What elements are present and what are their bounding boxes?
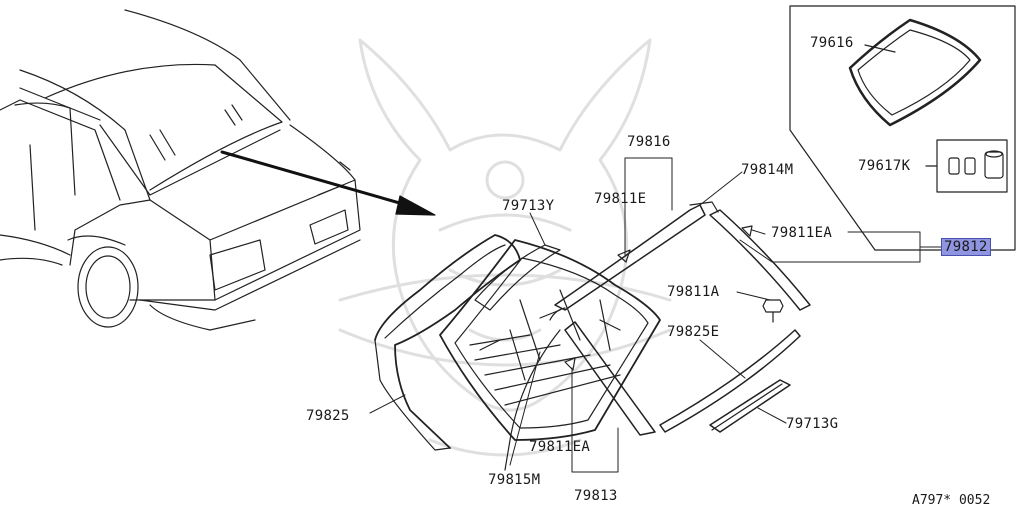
label-79713g[interactable]: 79713G (786, 416, 839, 432)
moulding-79812-illustration (709, 209, 811, 311)
mould-79825e-illustration (659, 329, 801, 433)
label-79713y[interactable]: 79713Y (502, 198, 555, 214)
label-79825[interactable]: 79825 (306, 408, 350, 424)
moulding-79816-illustration (554, 201, 719, 311)
label-79811ea-top[interactable]: 79811EA (771, 225, 833, 241)
leader-lines (369, 157, 943, 473)
rear-glass-illustration (439, 239, 661, 441)
bolt-79811a-icon (762, 299, 784, 323)
label-79816[interactable]: 79816 (627, 134, 671, 150)
car-body-illustration (0, 9, 361, 331)
label-79813[interactable]: 79813 (574, 488, 618, 504)
dam-79713g-illustration (709, 379, 791, 433)
pointer-arrow (220, 150, 436, 216)
clip-79811ea-icon (741, 225, 753, 237)
diagram-reference-code: A797* 0052 (912, 493, 991, 508)
label-79811ea-bottom[interactable]: 79811EA (529, 439, 591, 455)
dam-79713y-illustration (474, 244, 561, 311)
clip-79811e-icon (617, 249, 631, 263)
label-79814m[interactable]: 79814M (741, 162, 794, 178)
label-79616[interactable]: 79616 (810, 35, 854, 51)
label-79811a[interactable]: 79811A (667, 284, 720, 300)
clip-79811ea-lower-icon (564, 357, 576, 371)
mould-79825-illustration (374, 234, 521, 451)
label-79825e[interactable]: 79825E (667, 324, 720, 340)
label-79811e[interactable]: 79811E (594, 191, 647, 207)
adhesive-kit-icon (948, 150, 1004, 179)
label-79617k[interactable]: 79617K (858, 158, 911, 174)
label-79812-highlighted[interactable]: 79812 (941, 238, 991, 256)
label-79815m[interactable]: 79815M (488, 472, 541, 488)
watermark-logo (338, 38, 672, 457)
moulding-79813-illustration (504, 307, 656, 471)
